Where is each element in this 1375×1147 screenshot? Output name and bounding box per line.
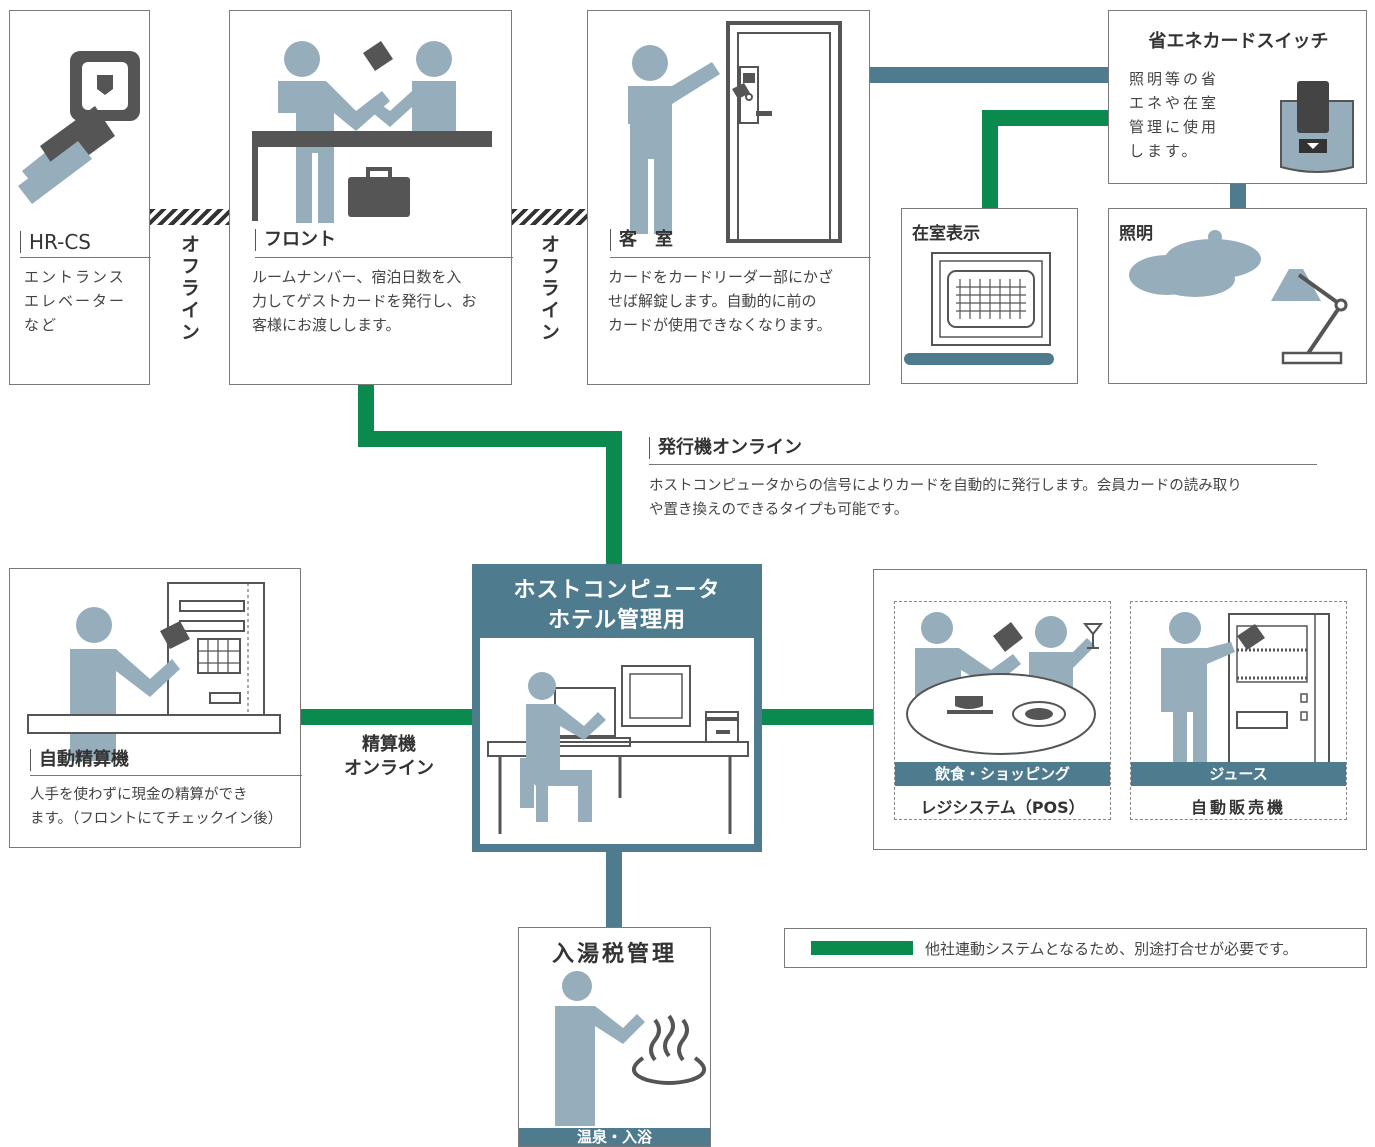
vending-panel: ジュース 自動販売機 bbox=[1130, 601, 1347, 820]
bathtax-title: 入湯税管理 bbox=[551, 942, 677, 967]
eco-switch-desc-4: します。 bbox=[1129, 142, 1200, 160]
wire-occupancy-to-eco-h bbox=[982, 110, 1109, 126]
front-desc-3: 客様にお渡しします。 bbox=[252, 316, 401, 334]
guestroom-desc-2: せば解錠します。自動的に前の bbox=[608, 292, 817, 310]
computer-icon bbox=[487, 665, 749, 834]
settlement-title: 自動精算機 bbox=[30, 749, 129, 771]
issuer-online-desc-1: ホストコンピュータからの信号によりカードを自動的に発行します。会員カードの読み取… bbox=[649, 478, 1242, 494]
lighting-title: 照明 bbox=[1119, 224, 1153, 244]
eco-switch-desc-3: 管理に使用 bbox=[1129, 118, 1220, 136]
hrcs-desc-1: エントランス bbox=[24, 268, 126, 286]
eco-switch-title: 省エネカードスイッチ bbox=[1148, 31, 1329, 52]
pos-caption: レジシステム（POS） bbox=[920, 798, 1085, 817]
settle-online-line1: 精算機 bbox=[362, 734, 416, 755]
retail-panel: 飲食・ショッピング レジシステム（POS） ジュース 自動販売機 bbox=[873, 569, 1367, 850]
host-title-2: ホテル管理用 bbox=[547, 608, 686, 633]
wire-settlement-to-host bbox=[301, 709, 473, 725]
door-lock-illustration bbox=[628, 21, 842, 243]
desk-lamp-icon bbox=[1271, 269, 1348, 365]
wire-front-horizontal bbox=[358, 431, 622, 447]
eco-switch-desc-2: エネや在室 bbox=[1129, 94, 1220, 112]
guestroom-title: 客 室 bbox=[610, 229, 673, 251]
vending-machine-icon bbox=[1161, 612, 1330, 765]
pos-band: 飲食・ショッピング bbox=[895, 762, 1110, 786]
wire-front-down bbox=[358, 385, 374, 445]
wire-eco-to-lighting bbox=[1230, 184, 1246, 208]
front-desc-2: 力してゲストカードを発行し、お bbox=[252, 292, 477, 310]
front-desk-illustration bbox=[252, 41, 492, 223]
wire-host-to-pos bbox=[762, 709, 874, 725]
offline-label-2: オフライン bbox=[538, 234, 560, 344]
plate-icon bbox=[1012, 701, 1066, 727]
eco-switch-desc-1: 照明等の省 bbox=[1129, 70, 1220, 88]
briefcase-icon bbox=[348, 177, 410, 217]
host-title-1: ホストコンピュータ bbox=[513, 578, 721, 603]
front-desc-1: ルームナンバー、宿泊日数を入 bbox=[252, 268, 462, 286]
front-title: フロント bbox=[255, 229, 336, 251]
ceiling-light-icon bbox=[1129, 230, 1261, 297]
bathtax-band: 温泉・入浴 bbox=[519, 1128, 710, 1146]
wire-issuer-to-host bbox=[606, 431, 622, 565]
occupancy-panel: 在室表示 bbox=[901, 208, 1078, 384]
issuer-online-title: 発行機オンライン bbox=[649, 437, 802, 459]
bathtax-illustration bbox=[555, 971, 706, 1126]
coffee-cup-icon bbox=[947, 696, 993, 714]
lighting-panel: 照明 bbox=[1108, 208, 1367, 384]
eco-switch-panel: 省エネカードスイッチ 照明等の省 エネや在室 管理に使用 します。 bbox=[1108, 10, 1367, 184]
vending-band: ジュース bbox=[1131, 762, 1346, 786]
wire-room-to-eco bbox=[869, 67, 1109, 83]
issuer-online-desc-2: や置き換えのできるタイプも可能です。 bbox=[649, 502, 909, 518]
settlement-desc-2: ます。（フロントにてチェックイン後） bbox=[30, 811, 283, 827]
settle-online-line2: オンライン bbox=[344, 758, 434, 779]
hrcs-desc-2: エレベーター bbox=[24, 292, 127, 310]
hrcs-panel: HR-CS エントランス エレベーター など bbox=[9, 10, 151, 385]
offline-link-hrcs-front bbox=[150, 209, 230, 225]
legend-text: 他社連動システムとなるため、別途打合せが必要です。 bbox=[925, 940, 1298, 958]
bathtax-panel: 入湯税管理 温泉・入浴 bbox=[518, 927, 711, 1147]
host-computer-panel: ホストコンピュータ ホテル管理用 bbox=[472, 564, 762, 852]
offline-link-front-room bbox=[512, 209, 588, 225]
occupancy-title: 在室表示 bbox=[912, 224, 980, 244]
occupancy-panel-icon bbox=[904, 252, 1054, 365]
offline-label-1: オフライン bbox=[178, 234, 200, 344]
settlement-machine-icon bbox=[27, 582, 281, 761]
pos-illustration bbox=[906, 612, 1104, 755]
legend-box: 他社連動システムとなるため、別途打合せが必要です。 bbox=[784, 928, 1367, 968]
hrcs-title: HR-CS bbox=[20, 231, 91, 253]
settlement-panel: 自動精算機 人手を使わずに現金の精算ができ ます。（フロントにてチェックイン後） bbox=[9, 568, 302, 848]
pos-panel: 飲食・ショッピング レジシステム（POS） bbox=[894, 601, 1111, 820]
settlement-desc-1: 人手を使わずに現金の精算ができ bbox=[30, 787, 248, 803]
vending-caption: 自動販売機 bbox=[1190, 798, 1286, 817]
wire-occupancy-to-eco-v bbox=[982, 110, 998, 210]
wire-host-to-bathtax bbox=[606, 852, 622, 928]
guestroom-desc-3: カードが使用できなくなります。 bbox=[608, 316, 832, 334]
card-switch-icon bbox=[1280, 81, 1354, 173]
cocktail-icon bbox=[1082, 623, 1104, 649]
guestroom-desc-1: カードをカードリーダー部にかざ bbox=[608, 268, 834, 286]
front-panel: フロント ルームナンバー、宿泊日数を入 力してゲストカードを発行し、お 客様にお… bbox=[229, 10, 513, 385]
legend-swatch bbox=[811, 941, 913, 955]
hrcs-desc-3: など bbox=[24, 316, 59, 334]
guestroom-panel: 客 室 カードをカードリーダー部にかざ せば解錠します。自動的に前の カードが使… bbox=[587, 10, 871, 385]
hot-spring-icon bbox=[632, 1014, 706, 1085]
keycard-icon bbox=[18, 51, 140, 204]
